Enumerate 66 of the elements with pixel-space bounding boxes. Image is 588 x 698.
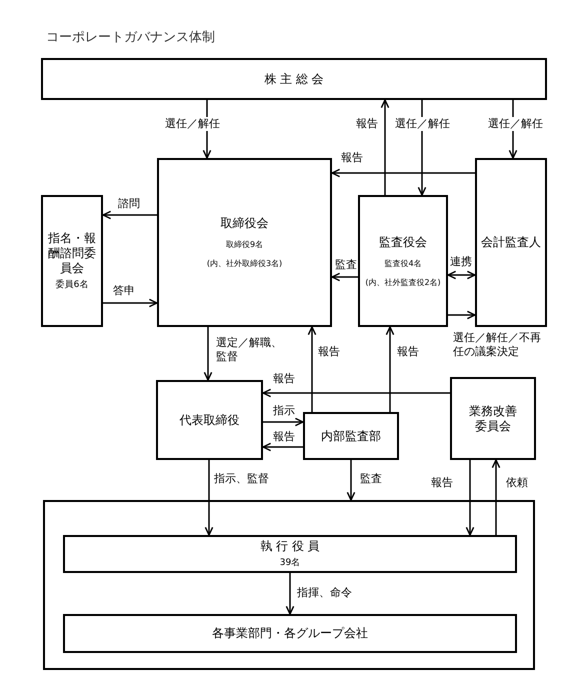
arrow [466, 460, 474, 536]
arrow [386, 326, 394, 412]
arrow [102, 210, 157, 220]
arrow [380, 99, 390, 195]
edge-label: 報告 [430, 476, 454, 490]
edge-label: 選任／解任 [394, 117, 451, 131]
edge-label: 依頼 [505, 476, 529, 490]
node-note: 取締役9名 [226, 239, 264, 250]
process-box [475, 158, 547, 327]
process-box [156, 380, 263, 460]
arrow [262, 388, 450, 398]
edge-label: 報告 [396, 345, 420, 359]
process-box [63, 614, 517, 653]
edge-label: 指示、監督 [213, 472, 270, 486]
node-title: 執 行 役 員 [260, 539, 320, 554]
node-title: 取締役会 [220, 216, 268, 231]
node-note: 監査役4名 [384, 258, 422, 268]
arrow [447, 270, 476, 280]
edge-label: 選任／解任／不再任の議案決定 [452, 331, 544, 359]
process-box [41, 195, 103, 327]
edge-label: 指揮、命令 [296, 586, 353, 600]
process-box [157, 158, 332, 327]
node-title: 代表取締役 [180, 412, 240, 428]
arrow [286, 573, 294, 615]
arrow [346, 460, 356, 501]
edge-label: 監査 [334, 258, 358, 272]
edge-label: 報告 [355, 117, 379, 131]
node-title: 業務改善委員会 [468, 404, 518, 434]
node-note: 委員6名 [56, 280, 88, 291]
node-title: 指名・報酬諮問委員会 [47, 231, 97, 276]
process-box [450, 377, 536, 460]
node-title: 内部監査部 [321, 428, 381, 444]
edge-label: 諮問 [117, 197, 141, 211]
edge-label: 報告 [340, 151, 364, 165]
arrow [103, 298, 158, 308]
arrow [204, 327, 212, 381]
node-note: 39名 [280, 558, 300, 569]
arrow [308, 326, 316, 412]
process-box [41, 58, 547, 100]
arrow [331, 168, 475, 178]
node-title: 株 主 総 会 [264, 72, 324, 86]
arrow [492, 459, 500, 535]
node-title: 各事業部門・各グループ会社 [212, 626, 368, 641]
arrow [263, 418, 304, 426]
process-box [63, 535, 517, 573]
arrow [331, 272, 358, 282]
node-note: (内、社外取締役3名) [206, 258, 282, 269]
group-box [43, 500, 535, 670]
edge-label: 選任／解任 [487, 117, 544, 131]
edge-label: 報告 [272, 372, 296, 386]
arrow [262, 442, 303, 452]
edge-label: 監査 [359, 472, 383, 486]
node-title: 監査役会 [379, 234, 427, 250]
node-title: 会計監査人 [481, 235, 541, 250]
arrow [204, 460, 214, 536]
edge-label: 連携 [449, 255, 473, 269]
node-note: (内、社外監査役2名) [365, 276, 441, 288]
edge-label: 答申 [112, 284, 136, 298]
process-box [358, 195, 448, 327]
edge-label: 報告 [317, 345, 341, 359]
edge-label: 報告 [272, 430, 296, 444]
process-box [303, 412, 399, 460]
diagram-title: コーポレートガバナンス体制 [46, 29, 215, 47]
edge-label: 指示 [272, 404, 296, 418]
edge-label: 選任／解任 [164, 117, 221, 131]
arrow [448, 310, 476, 320]
